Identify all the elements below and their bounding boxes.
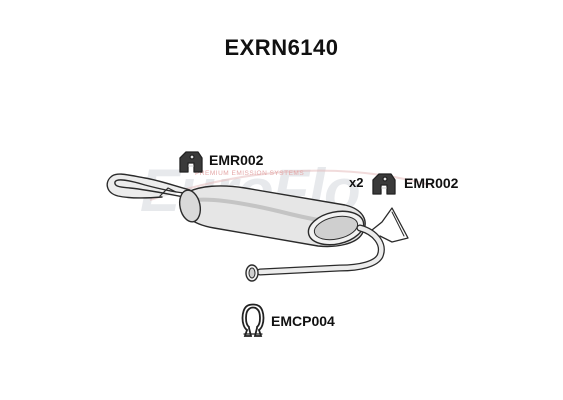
part-code-emr002: EMR002	[209, 152, 264, 168]
part-quantity: x2	[349, 175, 364, 190]
page-title: EXRN6140	[224, 35, 339, 60]
part-code-emcp004: EMCP004	[271, 313, 335, 329]
watermark-tagline: PREMIUM EMISSION SYSTEMS	[195, 170, 305, 177]
rubber-mount-icon	[372, 173, 396, 195]
pipe-clamp-icon	[241, 303, 265, 337]
rubber-mount-icon	[179, 151, 203, 173]
part-code-emr002-pair: EMR002	[404, 175, 459, 191]
